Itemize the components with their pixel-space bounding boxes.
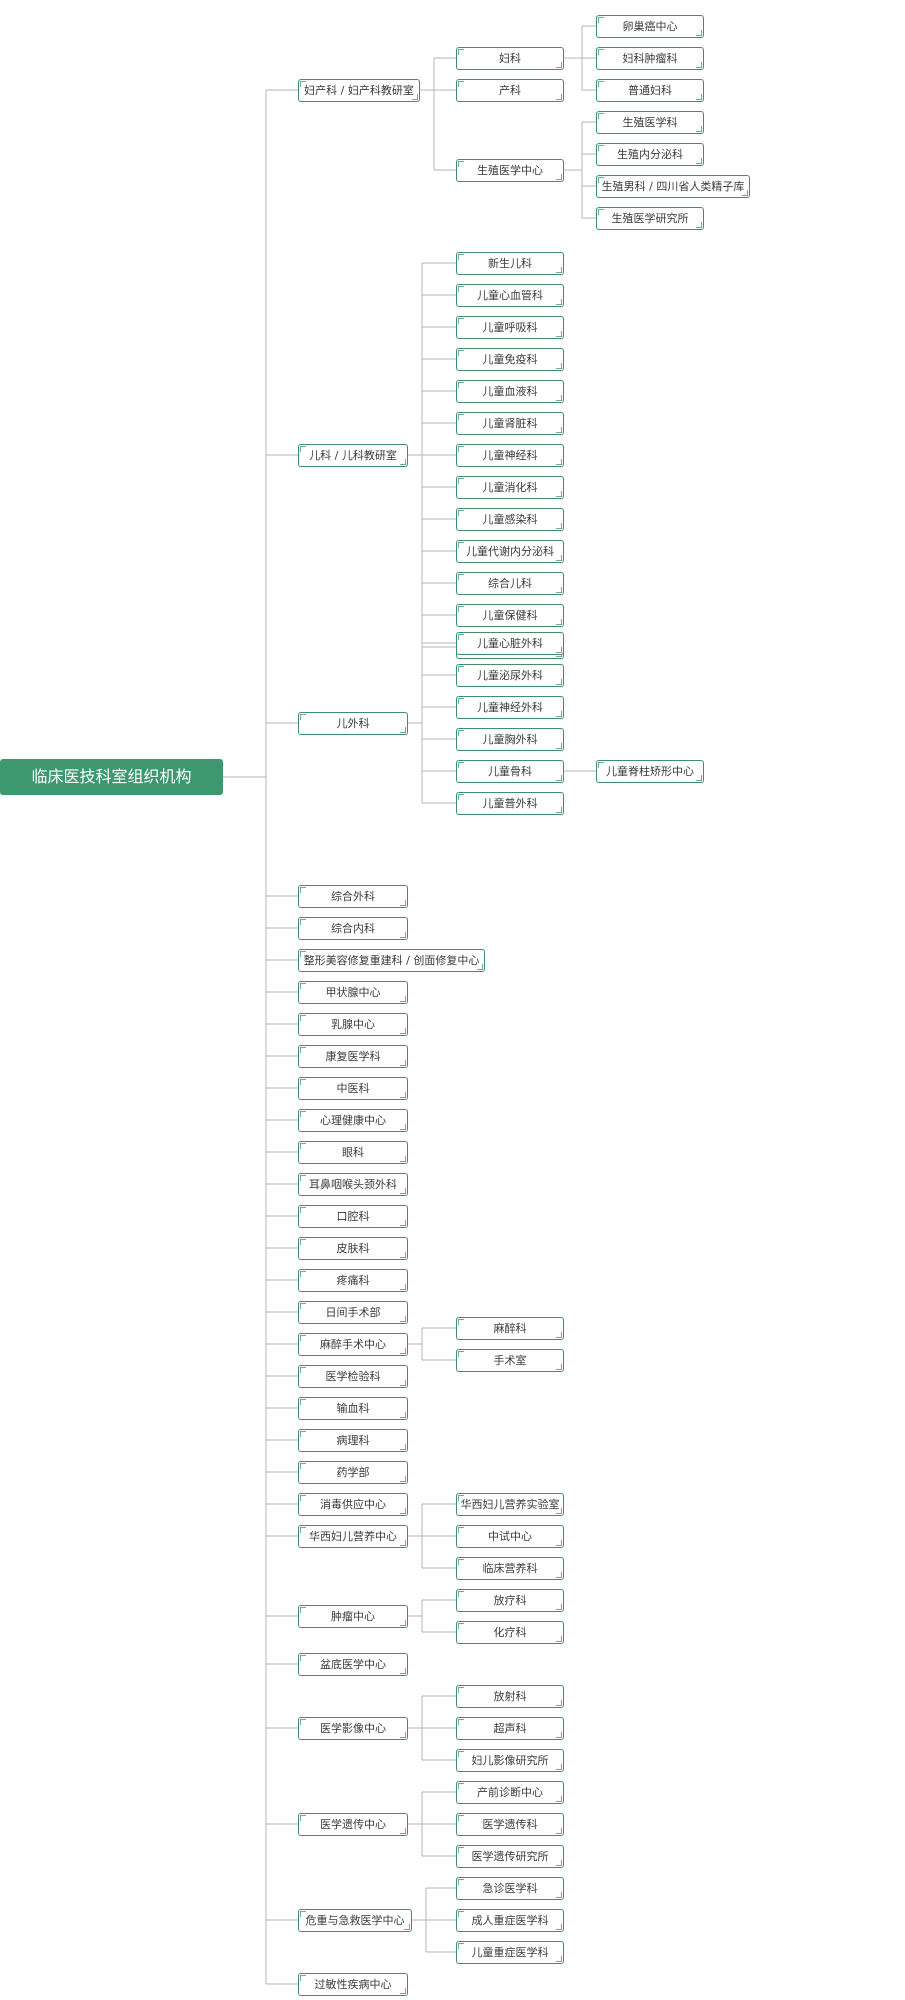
unit-node[interactable]: 生殖内分泌科: [596, 142, 704, 166]
department-node[interactable]: 心理健康中心: [298, 1108, 408, 1132]
department-node[interactable]: 药学部: [298, 1460, 408, 1484]
department-node[interactable]: 口腔科: [298, 1204, 408, 1228]
sub-department-node[interactable]: 医学遗传研究所: [456, 1844, 564, 1868]
department-node[interactable]: 日间手术部: [298, 1300, 408, 1324]
sub-department-node[interactable]: 放疗科: [456, 1588, 564, 1612]
sub-department-node[interactable]: 产前诊断中心: [456, 1780, 564, 1804]
sub-department-node[interactable]: 儿童普外科: [456, 791, 564, 815]
sub-department-node[interactable]: 成人重症医学科: [456, 1908, 564, 1932]
department-node[interactable]: 麻醉手术中心: [298, 1332, 408, 1356]
sub-department-node[interactable]: 儿童神经外科: [456, 695, 564, 719]
sub-department-node[interactable]: 化疗科: [456, 1620, 564, 1644]
department-node[interactable]: 消毒供应中心: [298, 1492, 408, 1516]
department-node[interactable]: 盆底医学中心: [298, 1652, 408, 1676]
sub-department-node[interactable]: 华西妇儿营养实验室: [456, 1492, 564, 1516]
sub-department-node[interactable]: 儿童呼吸科: [456, 315, 564, 339]
department-node[interactable]: 中医科: [298, 1076, 408, 1100]
department-node[interactable]: 华西妇儿营养中心: [298, 1524, 408, 1548]
unit-node[interactable]: 生殖医学研究所: [596, 206, 704, 230]
unit-node[interactable]: 生殖男科 / 四川省人类精子库: [596, 174, 750, 198]
department-node[interactable]: 甲状腺中心: [298, 980, 408, 1004]
sub-department-node[interactable]: 儿童消化科: [456, 475, 564, 499]
sub-department-node[interactable]: 儿童心血管科: [456, 283, 564, 307]
sub-department-node[interactable]: 妇儿影像研究所: [456, 1748, 564, 1772]
department-node[interactable]: 医学遗传中心: [298, 1812, 408, 1836]
department-node[interactable]: 眼科: [298, 1140, 408, 1164]
department-node[interactable]: 妇产科 / 妇产科教研室: [298, 78, 420, 102]
sub-department-node[interactable]: 妇科: [456, 46, 564, 70]
sub-department-node[interactable]: 儿童心脏外科: [456, 631, 564, 655]
sub-department-node[interactable]: 儿童代谢内分泌科: [456, 539, 564, 563]
department-node[interactable]: 耳鼻咽喉头颈外科: [298, 1172, 408, 1196]
sub-department-node[interactable]: 综合儿科: [456, 571, 564, 595]
department-node[interactable]: 康复医学科: [298, 1044, 408, 1068]
department-node[interactable]: 儿外科: [298, 711, 408, 735]
sub-department-node[interactable]: 儿童肾脏科: [456, 411, 564, 435]
sub-department-node[interactable]: 儿童保健科: [456, 603, 564, 627]
sub-department-node[interactable]: 中试中心: [456, 1524, 564, 1548]
sub-department-node[interactable]: 生殖医学中心: [456, 158, 564, 182]
sub-department-node[interactable]: 儿童免疫科: [456, 347, 564, 371]
sub-department-node[interactable]: 儿童胸外科: [456, 727, 564, 751]
department-node[interactable]: 整形美容修复重建科 / 创面修复中心: [298, 948, 485, 972]
sub-department-node[interactable]: 儿童神经科: [456, 443, 564, 467]
department-node[interactable]: 危重与急救医学中心: [298, 1908, 412, 1932]
department-node[interactable]: 乳腺中心: [298, 1012, 408, 1036]
department-node[interactable]: 医学影像中心: [298, 1716, 408, 1740]
department-node[interactable]: 综合外科: [298, 884, 408, 908]
unit-node[interactable]: 卵巢癌中心: [596, 14, 704, 38]
department-node[interactable]: 疼痛科: [298, 1268, 408, 1292]
unit-node[interactable]: 儿童脊柱矫形中心: [596, 759, 704, 783]
department-node[interactable]: 综合内科: [298, 916, 408, 940]
unit-node[interactable]: 生殖医学科: [596, 110, 704, 134]
sub-department-node[interactable]: 放射科: [456, 1684, 564, 1708]
sub-department-node[interactable]: 新生儿科: [456, 251, 564, 275]
sub-department-node[interactable]: 急诊医学科: [456, 1876, 564, 1900]
root-node[interactable]: 临床医技科室组织机构: [0, 759, 223, 795]
department-node[interactable]: 输血科: [298, 1396, 408, 1420]
department-node[interactable]: 肿瘤中心: [298, 1604, 408, 1628]
sub-department-node[interactable]: 手术室: [456, 1348, 564, 1372]
sub-department-node[interactable]: 麻醉科: [456, 1316, 564, 1340]
sub-department-node[interactable]: 儿童泌尿外科: [456, 663, 564, 687]
sub-department-node[interactable]: 临床营养科: [456, 1556, 564, 1580]
unit-node[interactable]: 妇科肿瘤科: [596, 46, 704, 70]
department-node[interactable]: 皮肤科: [298, 1236, 408, 1260]
department-node[interactable]: 病理科: [298, 1428, 408, 1452]
sub-department-node[interactable]: 超声科: [456, 1716, 564, 1740]
sub-department-node[interactable]: 医学遗传科: [456, 1812, 564, 1836]
sub-department-node[interactable]: 产科: [456, 78, 564, 102]
department-node[interactable]: 过敏性疾病中心: [298, 1972, 408, 1996]
department-node[interactable]: 儿科 / 儿科教研室: [298, 443, 408, 467]
department-node[interactable]: 医学检验科: [298, 1364, 408, 1388]
sub-department-node[interactable]: 儿童感染科: [456, 507, 564, 531]
sub-department-node[interactable]: 儿童重症医学科: [456, 1940, 564, 1964]
sub-department-node[interactable]: 儿童血液科: [456, 379, 564, 403]
sub-department-node[interactable]: 儿童骨科: [456, 759, 564, 783]
unit-node[interactable]: 普通妇科: [596, 78, 704, 102]
